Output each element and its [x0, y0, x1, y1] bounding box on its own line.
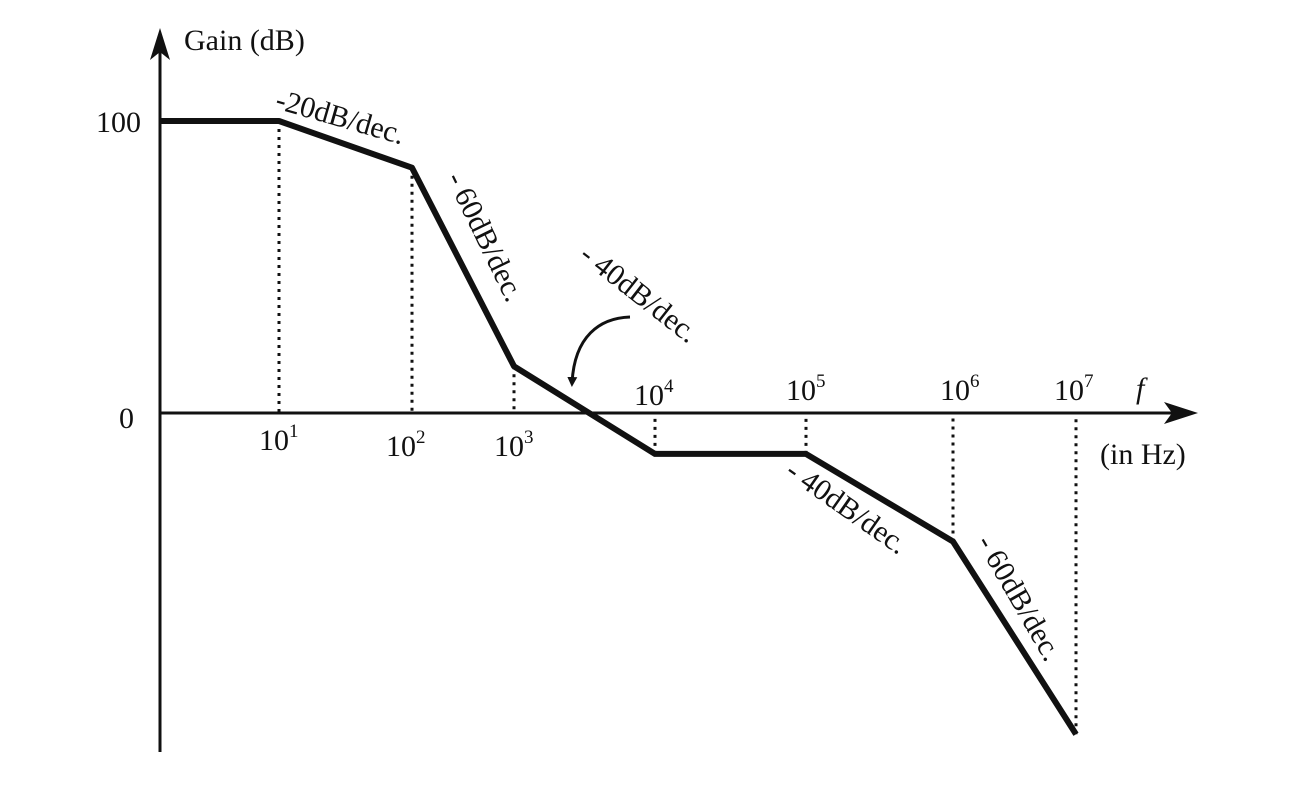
x-axis-arrow-icon [1164, 402, 1198, 424]
guide-lines [277, 121, 1078, 735]
x-tick-label-10-2: 102 [386, 427, 426, 463]
y-axis-title: Gain (dB) [184, 24, 305, 57]
y-axis-arrow-icon [150, 28, 170, 60]
slope-label-minus-60-upper: - 60dB/dec. [440, 167, 531, 307]
x-tick-label-10-5: 105 [786, 371, 826, 407]
x-tick-label-10-3: 103 [494, 427, 534, 463]
x-axis-symbol: f [1136, 372, 1148, 405]
y-tick-label-0: 0 [119, 402, 134, 435]
gain-curve-line [160, 118, 1079, 736]
callout-arrow-icon [567, 315, 631, 387]
y-tick-label-100: 100 [96, 106, 141, 139]
x-axis-unit: (in Hz) [1100, 438, 1186, 471]
x-tick-label-10-6: 106 [940, 371, 980, 407]
x-tick-label-10-1: 101 [259, 421, 299, 457]
slope-label-minus-40-callout: - 40dB/dec. [574, 238, 705, 350]
x-tick-label-10-4: 104 [634, 376, 674, 412]
x-tick-label-10-7: 107 [1054, 371, 1094, 407]
